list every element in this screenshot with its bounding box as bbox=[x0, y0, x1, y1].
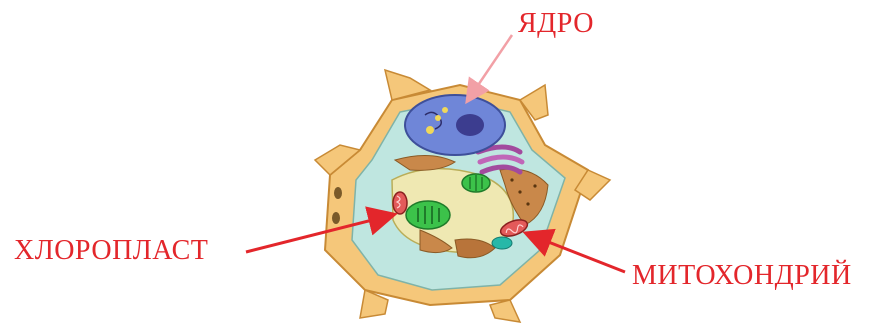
mitochondrion-2 bbox=[393, 192, 407, 214]
nucleus bbox=[405, 95, 505, 155]
peroxisome bbox=[492, 237, 512, 249]
mitochondrion-label: МИТОХОНДРИЙ bbox=[632, 262, 852, 290]
chloroplast-label: ХЛОРОПЛАСТ bbox=[14, 237, 208, 265]
chloroplast bbox=[406, 201, 450, 229]
nucleus-label: ЯДРО bbox=[518, 10, 594, 38]
nucleus-arrow bbox=[468, 35, 512, 100]
chloroplast-2 bbox=[462, 174, 490, 192]
nucleolus bbox=[456, 114, 484, 136]
